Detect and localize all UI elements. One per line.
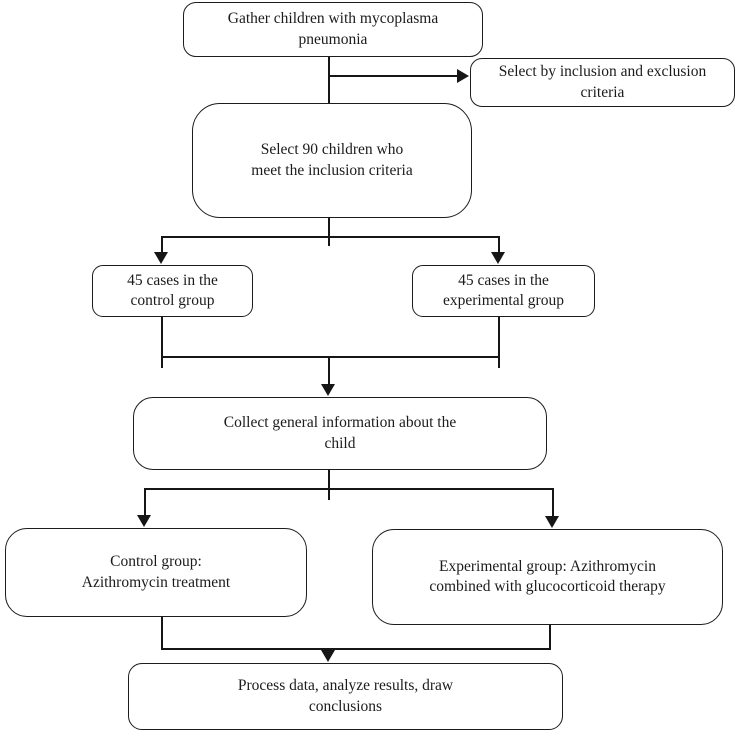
node-experimental-group-45: 45 cases in the experimental group bbox=[412, 265, 595, 317]
connector-split-groups-horizontal bbox=[161, 236, 500, 238]
arrowhead-down-control45 bbox=[154, 252, 168, 264]
connector-split-treatment-horizontal bbox=[144, 488, 554, 490]
node-select-90-children: Select 90 children who meet the inclusio… bbox=[192, 103, 472, 218]
node-control-group-45: 45 cases in the control group bbox=[92, 265, 253, 317]
connector-merge-process-horizontal bbox=[161, 648, 551, 650]
connector-control45-down bbox=[161, 317, 163, 368]
connector-split-treatment-left-stub bbox=[144, 488, 146, 516]
connector-gather-to-criteria bbox=[329, 75, 457, 77]
connector-split-left-stub bbox=[161, 236, 163, 253]
connector-gather-to-select90 bbox=[328, 57, 330, 103]
connector-collect-down bbox=[328, 470, 330, 500]
node-process-data: Process data, analyze results, draw conc… bbox=[128, 663, 563, 730]
arrowhead-down-experimental45 bbox=[491, 252, 505, 264]
connector-merge-collect-stub bbox=[328, 356, 330, 385]
connector-control-treatment-down bbox=[161, 617, 163, 650]
node-control-treatment: Control group: Azithromycin treatment bbox=[5, 528, 307, 617]
node-inclusion-exclusion-criteria: Select by inclusion and exclusion criter… bbox=[470, 58, 735, 107]
connector-experimental-treatment-down bbox=[549, 625, 551, 650]
node-experimental-treatment: Experimental group: Azithromycin combine… bbox=[372, 529, 723, 625]
arrowhead-down-control-treatment bbox=[137, 515, 151, 527]
node-collect-information: Collect general information about the ch… bbox=[133, 397, 547, 470]
connector-select90-down bbox=[328, 218, 330, 246]
arrowhead-right-criteria bbox=[457, 69, 469, 83]
arrowhead-down-process bbox=[321, 650, 335, 662]
connector-split-right-stub bbox=[498, 236, 500, 253]
node-gather-children: Gather children with mycoplasma pneumoni… bbox=[183, 2, 483, 57]
connector-split-treatment-right-stub bbox=[552, 488, 554, 517]
arrowhead-down-collect bbox=[321, 384, 335, 396]
connector-merge-collect-horizontal bbox=[161, 356, 500, 358]
arrowhead-down-experimental-treatment bbox=[545, 516, 559, 528]
connector-experimental45-down bbox=[498, 317, 500, 368]
